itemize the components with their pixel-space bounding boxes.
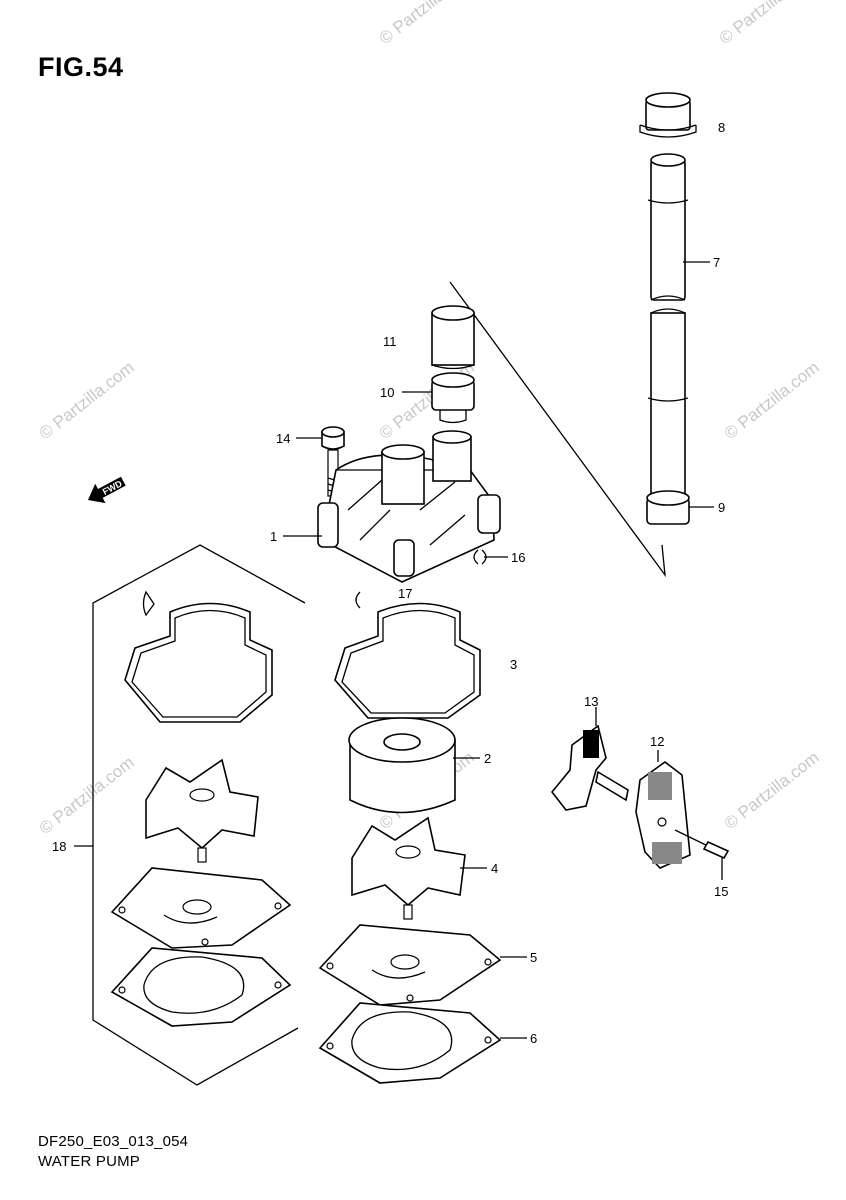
impeller [351,816,466,920]
callout-label: 1 [270,529,277,544]
water-tube [647,153,689,500]
kit-bracket-line [92,544,306,1086]
callout-label: 18 [52,839,66,854]
kit-pump-plate [110,867,292,949]
tube-seal-lower [646,490,690,525]
callout-label: 11 [383,334,397,349]
kit-plate-gasket [110,947,292,1027]
callout-label: 10 [380,385,394,400]
callout-label: 7 [713,255,720,270]
kit-impeller [145,758,259,863]
callout-label: 12 [650,734,664,749]
callout-label: 6 [530,1031,537,1046]
tube-seal-upper [639,92,697,138]
watermark: © Partzilla.com [36,753,138,839]
kit-pump-gasket [124,602,273,723]
figure-name: WATER PUMP [38,1153,140,1170]
impeller-liner [348,717,456,814]
callout-label: 2 [484,751,491,766]
pump-case [317,430,501,583]
callout-label: 13 [584,694,598,709]
watermark: © Partzilla.com [721,748,823,834]
callout-label: 5 [530,950,537,965]
callout-label: 15 [714,884,728,899]
figure-code: DF250_E03_013_054 [38,1133,189,1150]
callout-label: 16 [511,550,525,565]
watermark: © Partzilla.com [36,358,138,444]
pump-plate [318,924,502,1006]
callout-label: 9 [718,500,725,515]
watermark: © Partzilla.com [376,0,478,48]
strainer-screw [674,829,730,860]
callout-label: 17 [398,586,412,601]
watermark: © Partzilla.com [721,358,823,444]
key [142,590,361,617]
fwd-arrow-icon: FWD [88,476,126,504]
callout-labels: 1 2 3 4 5 6 7 8 9 10 11 12 13 14 15 16 1… [52,120,728,1046]
callout-label: 14 [276,431,290,446]
outer-sleeve [431,305,475,370]
callout-label: 8 [718,120,725,135]
plate-gasket [318,1002,502,1084]
callout-label: 3 [510,657,517,672]
watermark: © Partzilla.com [716,0,818,48]
water-strainer-bracket [550,724,629,811]
rubber-grommet [431,372,475,424]
leader-lines [74,261,723,1039]
kit-bracket-line [449,281,666,578]
callout-label: 4 [491,861,498,876]
pump-gasket [334,602,481,719]
figure-title: FIG.54 [38,52,124,82]
water-strainer [635,761,691,869]
